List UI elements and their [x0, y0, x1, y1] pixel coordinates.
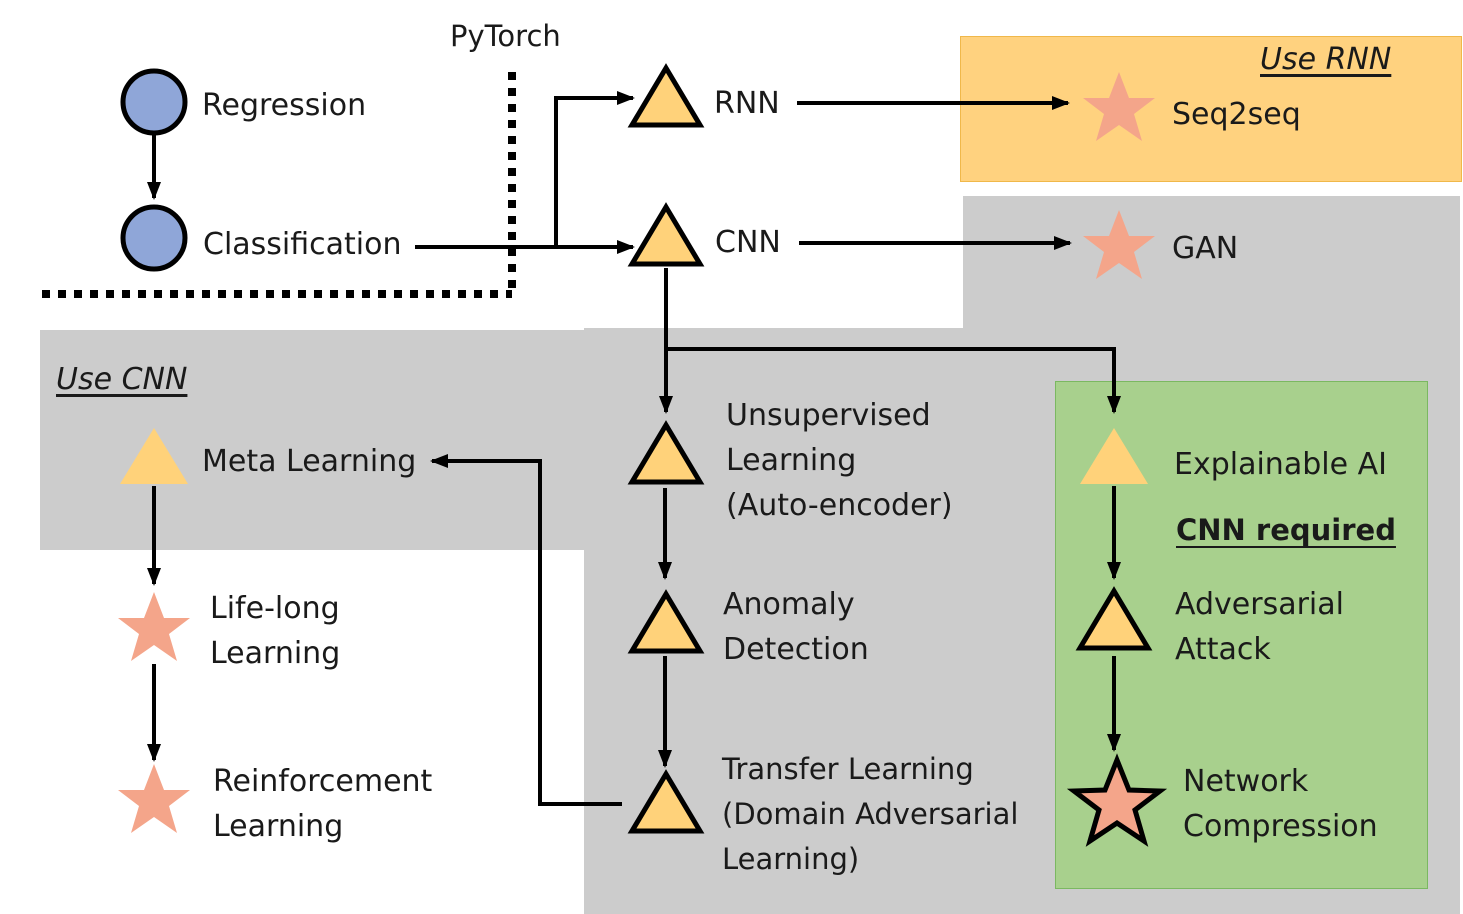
node-label: (Auto-encoder) [726, 488, 953, 523]
triangle-icon [627, 420, 705, 485]
node-label: Seq2seq [1172, 97, 1301, 132]
node-label: Adversarial [1175, 587, 1344, 622]
node-classification: Classification [203, 222, 402, 267]
node-transfer: Transfer Learning (Domain Adversarial Le… [722, 747, 1018, 882]
arrow-cnn-explainable [666, 347, 1121, 414]
node-anomaly: Anomaly Detection [723, 582, 869, 672]
node-label: CNN [715, 225, 781, 260]
node-adversarial: Adversarial Attack [1175, 582, 1344, 672]
node-label: Learning [726, 443, 857, 478]
rnn-region [960, 36, 1462, 182]
node-label: Life-long [210, 591, 340, 626]
node-seq2seq: Seq2seq [1172, 92, 1301, 137]
arrow-transfer-meta [430, 454, 622, 806]
node-label: Network [1183, 764, 1309, 799]
node-life-long: Life-long Learning [210, 586, 340, 676]
node-gan: GAN [1172, 226, 1238, 271]
rnn-region-title: Use RNN [1260, 42, 1392, 77]
node-meta-learning: Meta Learning [202, 439, 416, 484]
circle-icon [120, 204, 188, 272]
cnn-required-label: CNN required [1176, 513, 1396, 547]
node-label: Learning [210, 636, 341, 671]
star-icon [118, 592, 190, 661]
star-icon [1066, 753, 1168, 847]
node-cnn: CNN [715, 220, 781, 265]
node-label: (Domain Adversarial [722, 797, 1019, 831]
node-regression: Regression [202, 83, 366, 128]
triangle-icon [1080, 428, 1148, 484]
triangle-icon [1075, 586, 1153, 651]
cnn-region-title: Use CNN [56, 362, 188, 397]
node-label: Unsupervised [726, 398, 931, 433]
star-icon [118, 764, 190, 833]
node-reinforcement: Reinforcement Learning [213, 759, 432, 849]
node-label: Explainable AI [1174, 447, 1387, 482]
star-icon [1083, 72, 1155, 141]
node-label: Reinforcement [213, 764, 433, 799]
node-explainable: Explainable AI [1174, 442, 1387, 487]
node-label: Anomaly [723, 587, 855, 622]
node-label: Classification [203, 227, 402, 262]
star-icon [1083, 210, 1155, 279]
triangle-icon [627, 63, 705, 128]
cnn-region-left [40, 330, 585, 550]
node-compression: Network Compression [1183, 759, 1378, 849]
node-label: Meta Learning [202, 444, 417, 479]
pytorch-label: PyTorch [450, 19, 561, 53]
node-label: Learning) [722, 842, 860, 876]
node-label: GAN [1172, 231, 1239, 266]
node-label: Regression [202, 88, 367, 123]
pytorch-boundary [42, 72, 516, 298]
triangle-icon [627, 769, 705, 834]
node-label: RNN [714, 86, 780, 121]
node-label: Learning [213, 809, 344, 844]
triangle-icon [120, 428, 188, 484]
circle-icon [120, 68, 188, 136]
node-label: Compression [1183, 809, 1378, 844]
node-label: Detection [723, 632, 869, 667]
cnn-region-top [963, 196, 1460, 336]
node-label: Transfer Learning [722, 752, 974, 786]
triangle-icon [627, 589, 705, 654]
arrow-classification-rnn [554, 91, 635, 247]
triangle-icon [627, 202, 705, 267]
node-unsupervised: Unsupervised Learning (Auto-encoder) [726, 393, 953, 528]
node-label: Attack [1175, 632, 1271, 667]
node-rnn: RNN [714, 81, 780, 126]
